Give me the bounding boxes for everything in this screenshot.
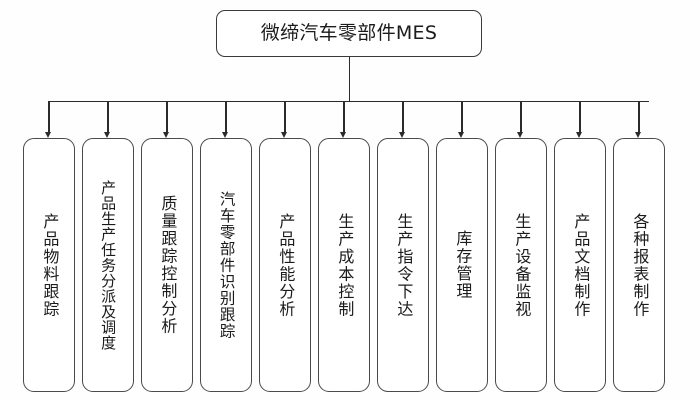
leaf-node-label: 汽车零部件识别跟踪 bbox=[217, 190, 236, 340]
leaf-node-11[interactable]: 各种报表制作 bbox=[613, 138, 665, 392]
leaf-node-label: 产品生产任务分派及调度 bbox=[99, 179, 118, 351]
leaf-node-label: 生产指令下达 bbox=[394, 212, 414, 318]
leaf-node-label: 生产设备监视 bbox=[512, 212, 532, 318]
leaf-node-3[interactable]: 质量跟踪控制分析 bbox=[141, 138, 193, 392]
drop-connector bbox=[461, 101, 463, 132]
leaf-node-label: 生产成本控制 bbox=[335, 212, 355, 318]
arrow-head-icon bbox=[222, 131, 229, 138]
leaf-node-label: 产品物料跟踪 bbox=[40, 212, 60, 318]
leaf-node-4[interactable]: 汽车零部件识别跟踪 bbox=[200, 138, 252, 392]
leaf-node-label: 产品文档制作 bbox=[571, 212, 591, 318]
leaf-node-5[interactable]: 产品性能分析 bbox=[259, 138, 311, 392]
arrow-head-icon bbox=[281, 131, 288, 138]
leaf-node-label: 库存管理 bbox=[453, 230, 473, 300]
drop-connector bbox=[284, 101, 286, 132]
trunk-connector bbox=[348, 57, 350, 102]
drop-connector bbox=[225, 101, 227, 132]
arrow-head-icon bbox=[458, 131, 465, 138]
arrow-head-icon bbox=[45, 131, 52, 138]
leaf-node-label: 各种报表制作 bbox=[630, 212, 650, 318]
drop-connector bbox=[520, 101, 522, 132]
drop-connector bbox=[107, 101, 109, 132]
drop-connector bbox=[166, 101, 168, 132]
root-node-label: 微缔汽车零部件MES bbox=[260, 22, 438, 44]
drop-connector bbox=[579, 101, 581, 132]
leaf-node-1[interactable]: 产品物料跟踪 bbox=[23, 138, 75, 392]
arrow-head-icon bbox=[163, 131, 170, 138]
arrow-head-icon bbox=[104, 131, 111, 138]
drop-connector bbox=[343, 101, 345, 132]
leaf-node-6[interactable]: 生产成本控制 bbox=[318, 138, 370, 392]
leaf-node-2[interactable]: 产品生产任务分派及调度 bbox=[82, 138, 134, 392]
drop-connector bbox=[638, 101, 640, 132]
leaf-node-label: 质量跟踪控制分析 bbox=[158, 195, 178, 335]
arrow-head-icon bbox=[399, 131, 406, 138]
arrow-head-icon bbox=[340, 131, 347, 138]
bus-connector bbox=[48, 101, 649, 103]
leaf-node-7[interactable]: 生产指令下达 bbox=[377, 138, 429, 392]
leaf-node-10[interactable]: 产品文档制作 bbox=[554, 138, 606, 392]
arrow-head-icon bbox=[517, 131, 524, 138]
drop-connector bbox=[402, 101, 404, 132]
drop-connector bbox=[48, 101, 50, 132]
root-node[interactable]: 微缔汽车零部件MES bbox=[216, 10, 482, 57]
arrow-head-icon bbox=[576, 131, 583, 138]
leaf-node-9[interactable]: 生产设备监视 bbox=[495, 138, 547, 392]
leaf-node-8[interactable]: 库存管理 bbox=[436, 138, 488, 392]
arrow-head-icon bbox=[635, 131, 642, 138]
leaf-node-label: 产品性能分析 bbox=[276, 212, 296, 318]
